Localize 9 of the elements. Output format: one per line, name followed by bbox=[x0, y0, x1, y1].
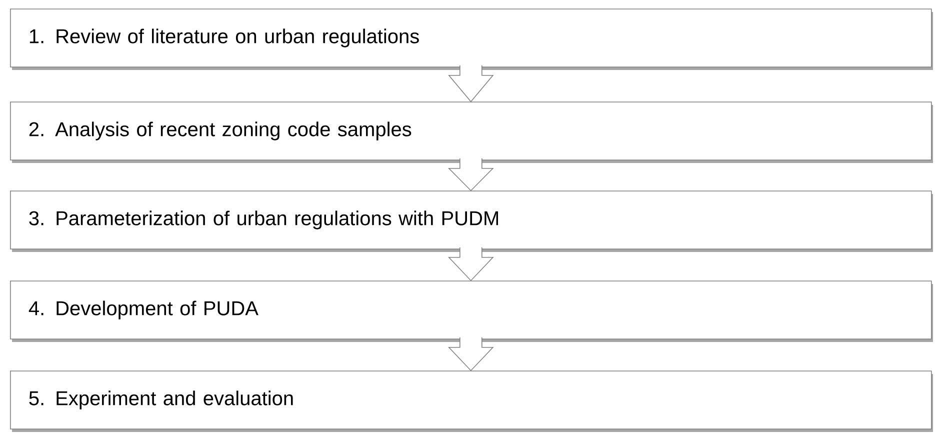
step-box: 5. Experiment and evaluation bbox=[10, 370, 933, 432]
step-box: 1. Review of literature on urban regulations bbox=[10, 8, 933, 70]
step-box: 2. Analysis of recent zoning code samples bbox=[10, 102, 933, 163]
block-arrow bbox=[448, 158, 494, 192]
block-arrow bbox=[448, 65, 494, 102]
step-box: 4. Development of PUDA bbox=[10, 280, 933, 342]
block-arrow bbox=[448, 337, 494, 372]
block-arrow bbox=[448, 247, 494, 282]
step-box: 3. Parameterization of urban regulations with PUDM bbox=[10, 190, 933, 252]
